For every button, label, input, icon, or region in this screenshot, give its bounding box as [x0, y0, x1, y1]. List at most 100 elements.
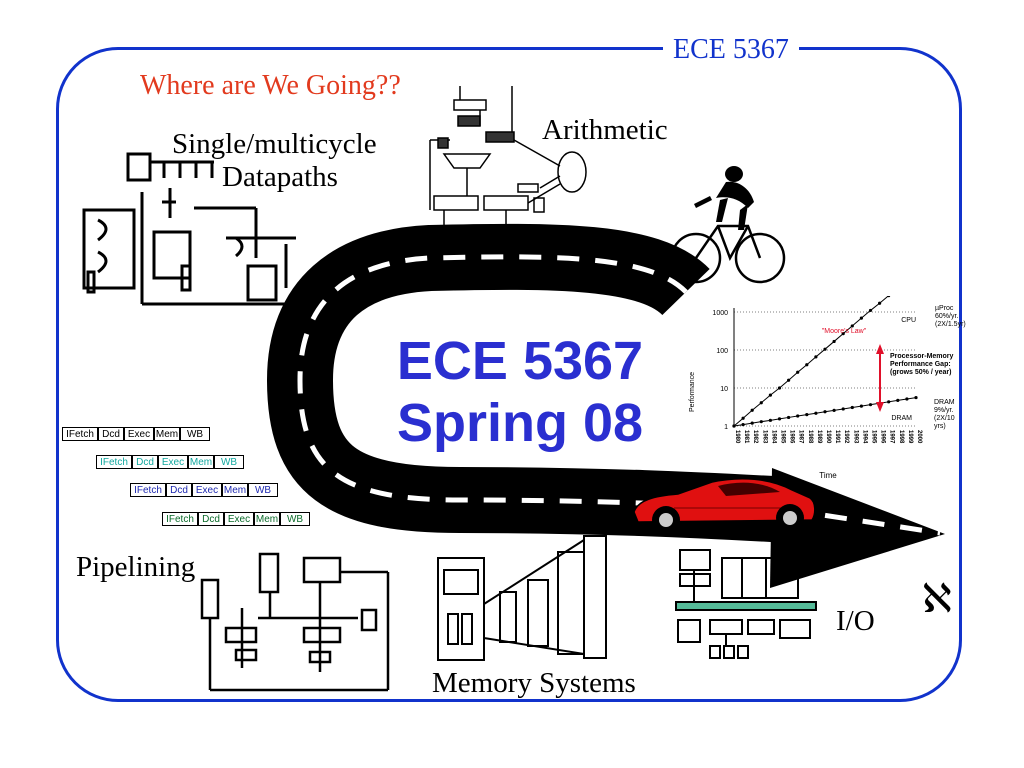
- pipeline-stage: Exec: [158, 455, 188, 469]
- dram-rate-1: DRAM: [934, 399, 955, 406]
- chart-x-tick-label: 1983: [761, 430, 767, 444]
- chart-point: [787, 415, 791, 420]
- chart-point: [823, 347, 827, 351]
- chart-y-tick-label: 10: [720, 386, 728, 393]
- pipeline-stage: Dcd: [198, 512, 224, 526]
- chart-point: [841, 407, 845, 411]
- chart-x-tick-label: 1996: [880, 430, 886, 444]
- io-schematic: [675, 549, 817, 659]
- chart-x-tick-label: 1989: [816, 430, 822, 444]
- chart-x-tick-label: 1998: [898, 430, 904, 444]
- chart-point: [850, 405, 854, 410]
- chart-point: [768, 418, 772, 422]
- chart-x-tick-label: 1980: [734, 430, 740, 444]
- gap-label-2: Performance Gap:: [890, 361, 951, 368]
- pipeline-stage: IFetch: [162, 512, 198, 526]
- chart-point: [887, 400, 891, 404]
- pipeline-stage: Mem: [188, 455, 214, 469]
- chart-point: [750, 408, 754, 412]
- pipeline-stage: Dcd: [132, 455, 158, 469]
- chart-point: [741, 422, 745, 427]
- slide-title: Where are We Going??: [140, 70, 401, 101]
- chart-y-tick-label: 100: [716, 348, 728, 355]
- chart-point: [859, 404, 863, 408]
- chart-point: [768, 393, 772, 397]
- chart-series: [732, 296, 918, 428]
- moores-law-label: "Moore's Law": [822, 328, 867, 335]
- chart-x-tick-label: 1995: [871, 430, 877, 444]
- pipeline-stage: Exec: [224, 512, 254, 526]
- chart-point: [905, 397, 909, 401]
- bicycle-rider-icon: [670, 166, 786, 284]
- chart-point: [777, 417, 782, 421]
- chart-point: [868, 308, 873, 313]
- chart-x-tick-label: 1986: [789, 430, 795, 444]
- chart-x-tick-label: 1991: [834, 430, 840, 444]
- course-header: ECE 5367: [663, 35, 799, 65]
- pipeline-stage: IFetch: [62, 427, 98, 441]
- center-title-line1: ECE 5367: [396, 331, 644, 391]
- chart-x-tick-label: 1999: [907, 430, 913, 444]
- dram-rate-4: yrs): [934, 423, 946, 430]
- chart-x-tick-label: 1982: [752, 430, 758, 444]
- topic-datapaths-line1: Single/multicycle: [172, 128, 377, 160]
- chart-gridlines: [733, 308, 916, 427]
- pipeline-stage: IFetch: [130, 483, 166, 497]
- topic-io: I/O: [836, 605, 875, 637]
- pipeline-stage: Exec: [192, 483, 222, 497]
- pipeline-stage: Dcd: [166, 483, 192, 497]
- chart-point: [777, 386, 782, 390]
- topic-datapaths: Single/multicycle Datapaths: [172, 128, 412, 194]
- chart-point: [814, 411, 818, 415]
- dram-rate-2: 9%/yr.: [934, 407, 954, 414]
- pipeline-stage: Mem: [154, 427, 180, 441]
- gap-label-1: Processor-Memory: [890, 353, 954, 360]
- gap-label-3: (grows 50% / year): [890, 369, 951, 376]
- pipeline-stage: WB: [248, 483, 278, 497]
- chart-point: [750, 421, 754, 425]
- center-title-line2: Spring 08: [396, 393, 644, 453]
- chart-series-line: [733, 296, 890, 427]
- chart-point: [732, 424, 736, 428]
- chart-point: [805, 413, 809, 417]
- chart-point: [796, 414, 800, 418]
- chart-x-tick-label: 1985: [780, 430, 786, 444]
- chart-point: [805, 363, 809, 367]
- chart-point: [887, 296, 891, 298]
- topic-datapaths-line2: Datapaths: [222, 161, 338, 193]
- pipeline-stage: IFetch: [96, 455, 132, 469]
- chart-y-tick-label: 1: [724, 424, 728, 431]
- topic-pipelining: Pipelining: [76, 551, 196, 583]
- chart-point: [787, 378, 791, 382]
- chart-x-tick-label: 1992: [843, 430, 849, 444]
- chart-point: [823, 410, 827, 414]
- chart-point: [850, 324, 854, 328]
- chart-point: [759, 401, 763, 405]
- pipeline-stage: Dcd: [98, 427, 124, 441]
- chart-point: [796, 370, 800, 374]
- pipeline-stage: Exec: [124, 427, 154, 441]
- chart-x-tick-label: 1994: [861, 430, 867, 444]
- dram-rate-3: (2X/10: [934, 415, 955, 422]
- datapath-schematic: [82, 152, 296, 306]
- pipeline-stage: Mem: [254, 512, 280, 526]
- chart-x-tick-label: 1993: [852, 430, 858, 444]
- chart-x-tick-label: 1981: [743, 430, 749, 444]
- chart-point: [832, 339, 836, 344]
- chart-point: [859, 316, 863, 320]
- chart-point: [741, 416, 745, 420]
- chart-x-tick-label: 1988: [807, 430, 813, 444]
- pipeline-stage: WB: [180, 427, 210, 441]
- dram-series-label: DRAM: [891, 415, 912, 422]
- cpu-rate-3: (2X/1.5yr): [935, 321, 966, 328]
- cpu-rate-2: 60%/yr.: [935, 313, 958, 320]
- pipeline-stage: Mem: [222, 483, 248, 497]
- chart-point: [868, 403, 873, 407]
- course-center-title: ECE 5367 Spring 08: [380, 330, 660, 454]
- pipeline-stage: WB: [214, 455, 244, 469]
